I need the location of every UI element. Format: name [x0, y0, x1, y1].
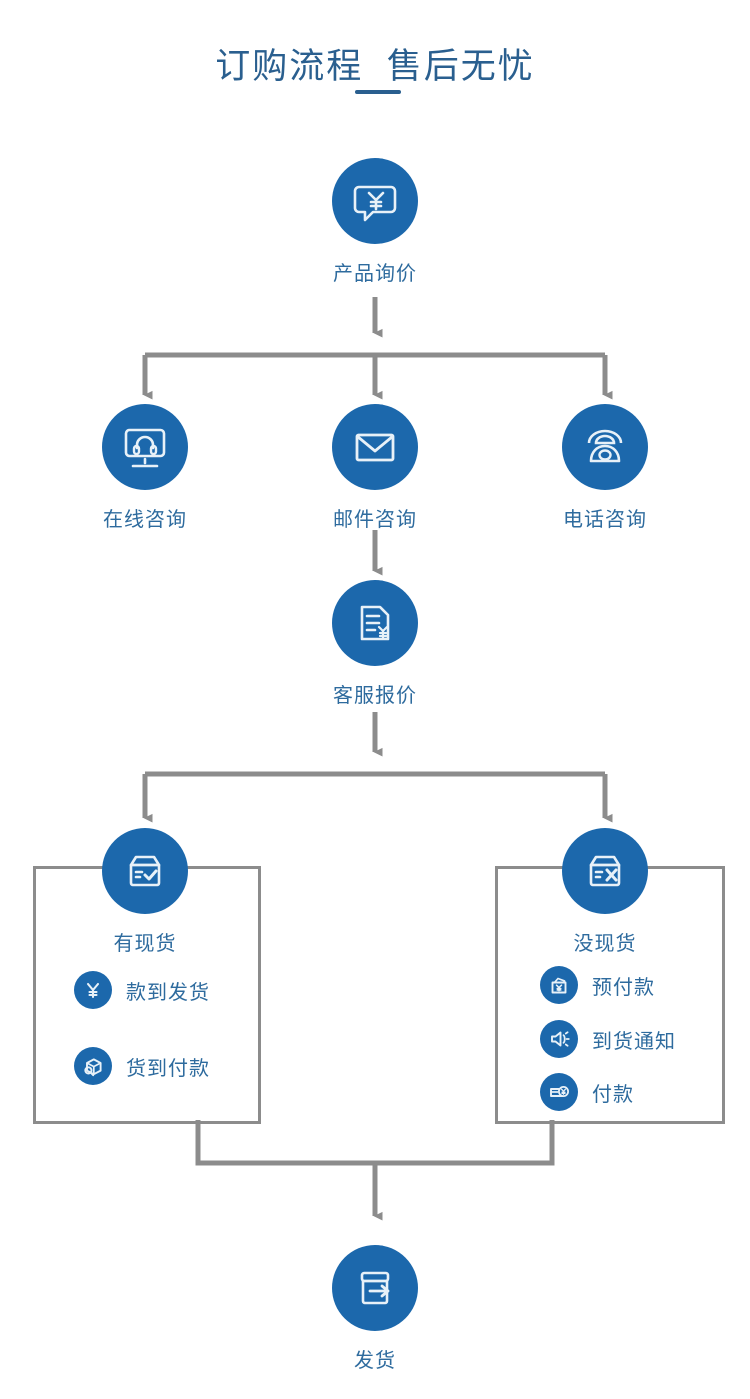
product-inquiry-disc	[332, 158, 418, 244]
sub-item-cash-on-delivery[interactable]: 货到付款	[74, 1047, 210, 1085]
sub-item-label: 到货通知	[592, 1030, 676, 1053]
card-yen-icon	[540, 1073, 578, 1111]
shipment-disc	[332, 1245, 418, 1331]
sub-item-label: 款到发货	[126, 981, 210, 1004]
box-cross-icon	[589, 855, 621, 887]
sub-item-payment[interactable]: 付款	[540, 1073, 634, 1111]
node-phone-consult[interactable]: 电话咨询	[562, 404, 648, 532]
service-quote-disc	[332, 580, 418, 666]
page-title: 订购流程 售后无忧	[215, 47, 535, 86]
out-of-stock-disc	[562, 828, 648, 914]
document-yen-icon	[360, 605, 390, 641]
sub-item-arrival-notice[interactable]: 到货通知	[540, 1020, 676, 1058]
sub-item-label: 预付款	[592, 976, 655, 999]
box-arrow-out-icon	[360, 1271, 390, 1305]
node-online-consult[interactable]: 在线咨询	[102, 404, 188, 532]
node-service-quote[interactable]: 客服报价	[332, 580, 418, 708]
node-shipment[interactable]: 发货	[332, 1245, 418, 1373]
node-out-of-stock[interactable]: 没现货	[562, 828, 648, 956]
node-label: 邮件咨询	[333, 509, 417, 531]
speaker-notify-icon	[540, 1020, 578, 1058]
online-consult-disc	[102, 404, 188, 490]
yen-coin-icon	[74, 971, 112, 1009]
monitor-headset-icon	[124, 428, 166, 468]
node-in-stock[interactable]: 有现货	[102, 828, 188, 956]
node-email-consult[interactable]: 邮件咨询	[332, 404, 418, 532]
node-label: 没现货	[573, 933, 637, 955]
node-label: 在线咨询	[103, 509, 187, 531]
title-underline-rule	[355, 90, 401, 94]
node-label: 客服报价	[333, 685, 417, 707]
wallet-yen-icon	[540, 966, 578, 1004]
node-product-inquiry[interactable]: 产品询价	[332, 158, 418, 286]
node-label: 电话咨询	[563, 509, 647, 531]
node-label: 发货	[354, 1350, 396, 1372]
email-consult-disc	[332, 404, 418, 490]
sub-item-label: 付款	[592, 1083, 634, 1106]
node-label: 产品询价	[333, 263, 417, 285]
envelope-icon	[355, 433, 395, 462]
speech-bubble-yen-icon	[353, 185, 397, 222]
sub-item-label: 货到付款	[126, 1057, 210, 1080]
node-label: 有现货	[113, 933, 177, 955]
phone-consult-disc	[562, 404, 648, 490]
package-search-icon	[74, 1047, 112, 1085]
box-check-icon	[129, 855, 161, 887]
sub-item-pay-then-ship[interactable]: 款到发货	[74, 971, 210, 1009]
in-stock-disc	[102, 828, 188, 914]
telephone-icon	[587, 429, 623, 463]
sub-item-prepayment[interactable]: 预付款	[540, 966, 655, 1004]
